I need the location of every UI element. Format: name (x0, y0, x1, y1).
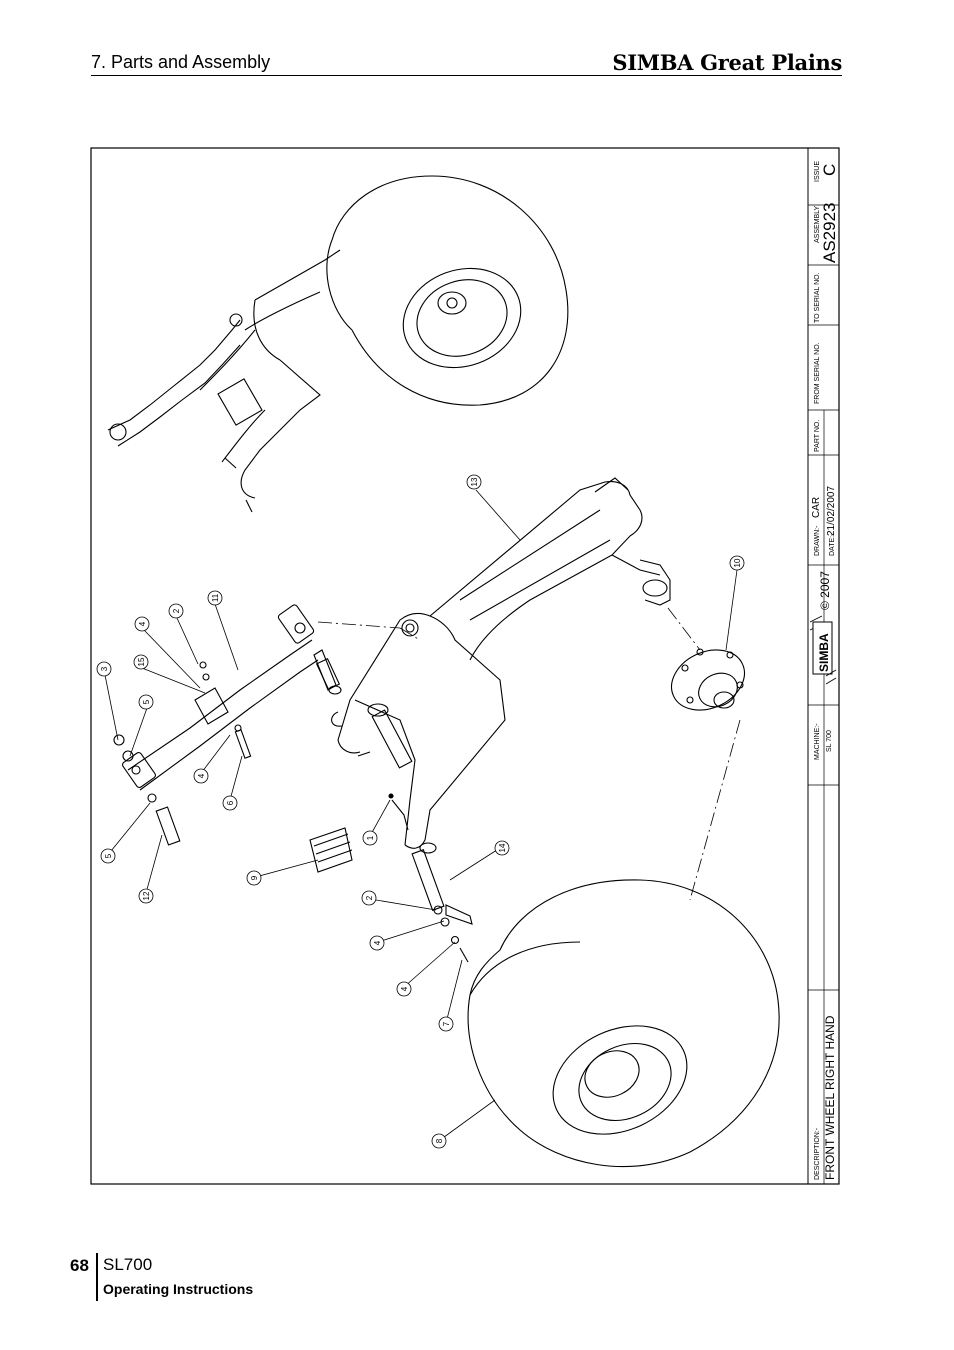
leader-lines (104, 489, 738, 1141)
svg-text:5: 5 (142, 699, 151, 704)
description-label: DESCRIPTION:- (814, 1127, 821, 1180)
part-no-label: PART NO. (814, 420, 821, 452)
lower-wheel (467, 879, 780, 1168)
svg-text:6: 6 (226, 800, 235, 805)
svg-text:13: 13 (470, 477, 479, 486)
callout-4-lower-b: 4 (396, 981, 412, 997)
footer-divider (96, 1253, 98, 1301)
assembly-line-art (107, 175, 780, 1168)
callout-5-lower: 5 (100, 848, 116, 864)
svg-text:4: 4 (138, 621, 147, 626)
callout-4-upper: 4 (134, 616, 150, 632)
title-block-grid (808, 204, 839, 991)
callout-6: 6 (222, 795, 238, 811)
callout-9: 9 (246, 870, 262, 886)
drawing-frame (90, 147, 840, 1185)
svg-text:10: 10 (733, 558, 742, 567)
svg-text:5: 5 (104, 853, 113, 858)
section-title: 7. Parts and Assembly (91, 52, 271, 72)
callout-12: 13 (466, 474, 482, 490)
svg-text:14: 14 (498, 843, 507, 852)
callout-3: 3 (96, 661, 112, 677)
callout-balloons: 13 10 11 2 4 15 3 5 4 6 1 14 5 9 12 2 4 … (96, 474, 745, 1149)
callout-15: 15 (133, 654, 149, 670)
assembly-number: AS2923 (820, 203, 839, 264)
drawing-date: 21/02/2007 (826, 486, 837, 536)
svg-text:7: 7 (442, 1021, 451, 1026)
callout-4-lower-a: 4 (369, 935, 385, 951)
svg-text:4: 4 (373, 940, 382, 945)
callout-2-upper: 2 (168, 603, 184, 619)
callout-10: 10 (729, 555, 745, 571)
callout-8: 8 (431, 1133, 447, 1149)
header-rule (91, 75, 842, 76)
svg-text:9: 9 (250, 875, 259, 880)
simba-logo: SIMBA (809, 615, 837, 685)
svg-text:3: 3 (100, 666, 109, 671)
svg-text:8: 8 (435, 1138, 444, 1143)
date-label: DATE:- (829, 533, 836, 556)
spring-pack (309, 827, 353, 873)
footer-doc-title: Operating Instructions (103, 1281, 254, 1297)
svg-text:2: 2 (172, 608, 181, 613)
svg-text:4: 4 (197, 773, 206, 778)
callout-2-lower: 2 (361, 890, 377, 906)
callout-4-mid: 4 (193, 768, 209, 784)
link-assembly (113, 604, 341, 846)
description-value: FRONT WHEEL RIGHT HAND (823, 1015, 837, 1180)
svg-text:15: 15 (137, 657, 146, 666)
wheel-hub (671, 648, 745, 711)
machine-value: SL 700 (826, 730, 833, 752)
callout-11: 11 (207, 590, 223, 606)
logo-text: SIMBA (817, 633, 831, 672)
drawn-by: CAR (811, 497, 822, 518)
centre-lines (317, 607, 741, 901)
svg-text:4: 4 (400, 986, 409, 991)
issue-value: C (820, 164, 839, 176)
hardware (313, 649, 473, 963)
drawn-label: DRAWN:- (814, 525, 821, 556)
svg-text:2: 2 (365, 895, 374, 900)
svg-text:1: 1 (366, 835, 375, 840)
upper-arm (107, 249, 341, 513)
from-serial-label: FROM SERIAL NO. (814, 342, 821, 404)
page-number: 68 (70, 1256, 89, 1275)
to-serial-label: TO SERIAL NO. (814, 272, 821, 323)
callout-13: 14 (494, 840, 510, 856)
brand-logo: SIMBA Great Plains (612, 50, 842, 75)
footer-model: SL700 (103, 1255, 153, 1274)
svg-text:11: 11 (211, 593, 220, 602)
main-frame (337, 477, 671, 849)
callout-1: 1 (362, 830, 378, 846)
callout-5-upper: 5 (138, 694, 154, 710)
upper-wheel (326, 175, 569, 406)
copyright: © 2007 (818, 571, 832, 610)
svg-text:12: 12 (142, 891, 151, 900)
issue-label: ISSUE (814, 161, 821, 182)
callout-7: 7 (438, 1016, 454, 1032)
title-block: ISSUE C ASSEMBLY AS2923 TO SERIAL NO. FR… (809, 161, 839, 1180)
callout-14: 12 (138, 888, 154, 904)
assembly-label: ASSEMBLY (814, 205, 821, 243)
machine-label: MACHINE:- (814, 723, 821, 760)
